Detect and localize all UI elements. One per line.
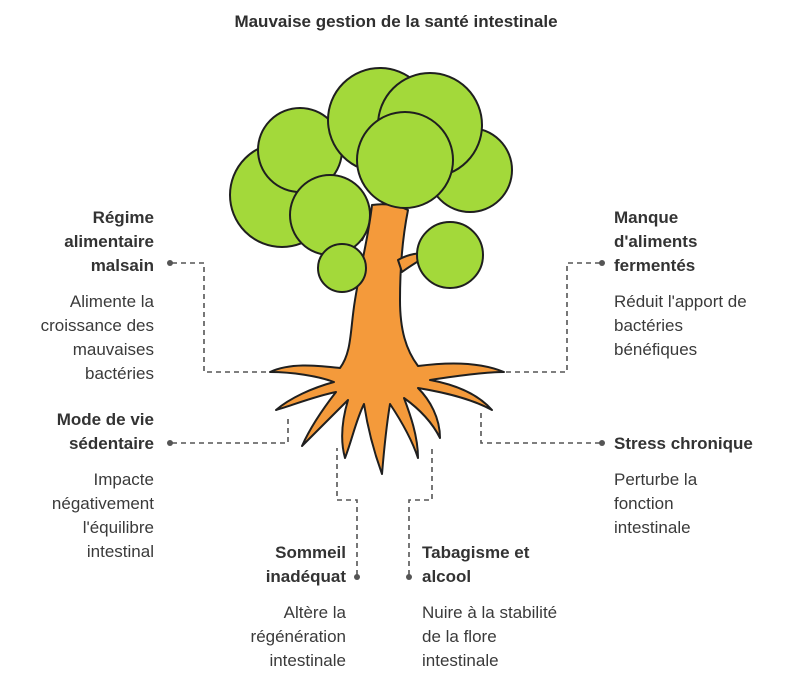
foliage-center bbox=[356, 111, 454, 209]
foliage-small-right bbox=[416, 221, 484, 289]
factor-stress: Stress chronique Perturbe la fonction in… bbox=[614, 432, 789, 540]
connector-fermentes bbox=[497, 262, 600, 373]
dot-tabagisme bbox=[406, 574, 412, 580]
factor-stress-heading: Stress chronique bbox=[614, 434, 753, 453]
factor-sommeil-heading: Sommeil inadéquat bbox=[265, 543, 346, 586]
factor-fermentes: Manque d'aliments fermentés Réduit l'app… bbox=[614, 206, 789, 362]
connector-regime bbox=[172, 262, 272, 373]
connector-sommeil bbox=[336, 448, 358, 575]
connector-sedentaire bbox=[172, 418, 289, 444]
factor-regime-description: Alimente la croissance des mauvaises bac… bbox=[40, 292, 154, 383]
dot-stress bbox=[599, 440, 605, 446]
tree-foliage bbox=[229, 67, 513, 293]
factor-fermentes-description: Réduit l'apport de bactéries bénéfiques bbox=[614, 292, 747, 359]
dot-fermentes bbox=[599, 260, 605, 266]
factor-sommeil-description: Altère la régénération intestinale bbox=[250, 603, 346, 670]
factor-regime: Régime alimentaire malsain Alimente la c… bbox=[0, 206, 154, 386]
factor-tabagisme-heading: Tabagisme et alcool bbox=[422, 543, 530, 586]
dot-sommeil bbox=[354, 574, 360, 580]
diagram-title: Mauvaise gestion de la santé intestinale bbox=[234, 12, 558, 31]
connector-dots bbox=[167, 260, 605, 580]
factor-stress-description: Perturbe la fonction intestinale bbox=[614, 470, 698, 537]
factor-sommeil: Sommeil inadéquat Altère la régénération… bbox=[146, 541, 346, 673]
factor-fermentes-heading: Manque d'aliments fermentés bbox=[614, 208, 698, 275]
factor-sedentaire-description: Impacte négativement l'équilibre intesti… bbox=[51, 470, 154, 561]
foliage-small-left bbox=[317, 243, 367, 293]
factor-sedentaire-heading: Mode de vie sédentaire bbox=[56, 410, 154, 453]
connector-tabagisme bbox=[408, 448, 433, 575]
dot-sedentaire bbox=[167, 440, 173, 446]
dot-regime bbox=[167, 260, 173, 266]
connector-lines bbox=[172, 262, 600, 575]
factor-tabagisme: Tabagisme et alcool Nuire à la stabilité… bbox=[422, 541, 622, 673]
foliage-lower-left bbox=[289, 174, 371, 256]
factor-tabagisme-description: Nuire à la stabilité de la flore intesti… bbox=[422, 603, 558, 670]
factor-regime-heading: Régime alimentaire malsain bbox=[64, 208, 154, 275]
connector-stress bbox=[480, 412, 600, 444]
factor-sedentaire: Mode de vie sédentaire Impacte négativem… bbox=[0, 408, 154, 564]
